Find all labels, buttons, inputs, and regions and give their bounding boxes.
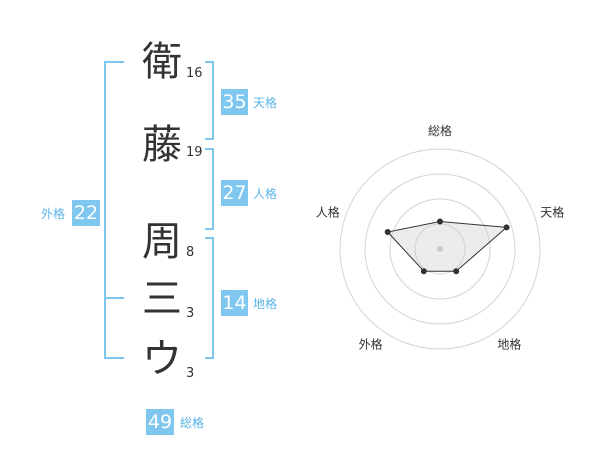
- radar-ring: [339, 148, 541, 350]
- gaikaku-bracket-tick: [104, 297, 124, 299]
- radar-ring: [364, 173, 516, 325]
- radar-series: [384, 218, 510, 275]
- chikaku-value-badge: 14: [221, 290, 248, 316]
- stroke-count-4: 3: [186, 306, 195, 321]
- name-char-2: 藤: [142, 122, 182, 168]
- name-char-1: 衛: [142, 39, 182, 85]
- tenkaku-value-badge: 35: [221, 89, 248, 115]
- gaikaku-label: 外格: [41, 207, 66, 221]
- stroke-count-5: 3: [186, 366, 195, 381]
- jinkaku-bracket: [205, 148, 214, 230]
- jinkaku-label: 人格: [253, 187, 278, 201]
- radar-axis-label: 総格: [428, 123, 452, 138]
- radar-point: [420, 268, 427, 275]
- radar-axis-label: 外格: [359, 336, 383, 351]
- radar-axis-label: 地格: [497, 336, 521, 351]
- radar-axis-label: 人格: [316, 205, 340, 220]
- stroke-count-2: 19: [186, 145, 203, 160]
- gaikaku-bracket: [104, 61, 124, 359]
- radar-axis-label: 天格: [540, 205, 564, 220]
- radar-grid: [339, 148, 541, 350]
- gaikaku-value-badge: 22: [72, 200, 100, 226]
- jinkaku-value-badge: 27: [221, 180, 248, 206]
- name-char-3: 周: [142, 219, 182, 265]
- tenkaku-bracket: [205, 61, 214, 140]
- soukaku-value-badge: 49: [146, 409, 174, 435]
- tenkaku-label: 天格: [253, 96, 278, 110]
- stroke-count-1: 16: [186, 66, 203, 81]
- chikaku-label: 地格: [253, 297, 278, 311]
- radar-point: [437, 218, 443, 225]
- radar-point: [384, 229, 391, 236]
- soukaku-label: 総格: [180, 416, 205, 430]
- chikaku-bracket: [205, 237, 214, 359]
- radar-center-dot: [437, 246, 443, 252]
- radar-ring: [389, 198, 491, 300]
- name-char-4: 三: [142, 276, 182, 322]
- stroke-count-3: 8: [186, 245, 195, 260]
- radar-point: [453, 268, 460, 275]
- radar-point: [503, 224, 510, 231]
- name-char-5: ウ: [142, 336, 182, 382]
- radar-series-area: [386, 220, 508, 272]
